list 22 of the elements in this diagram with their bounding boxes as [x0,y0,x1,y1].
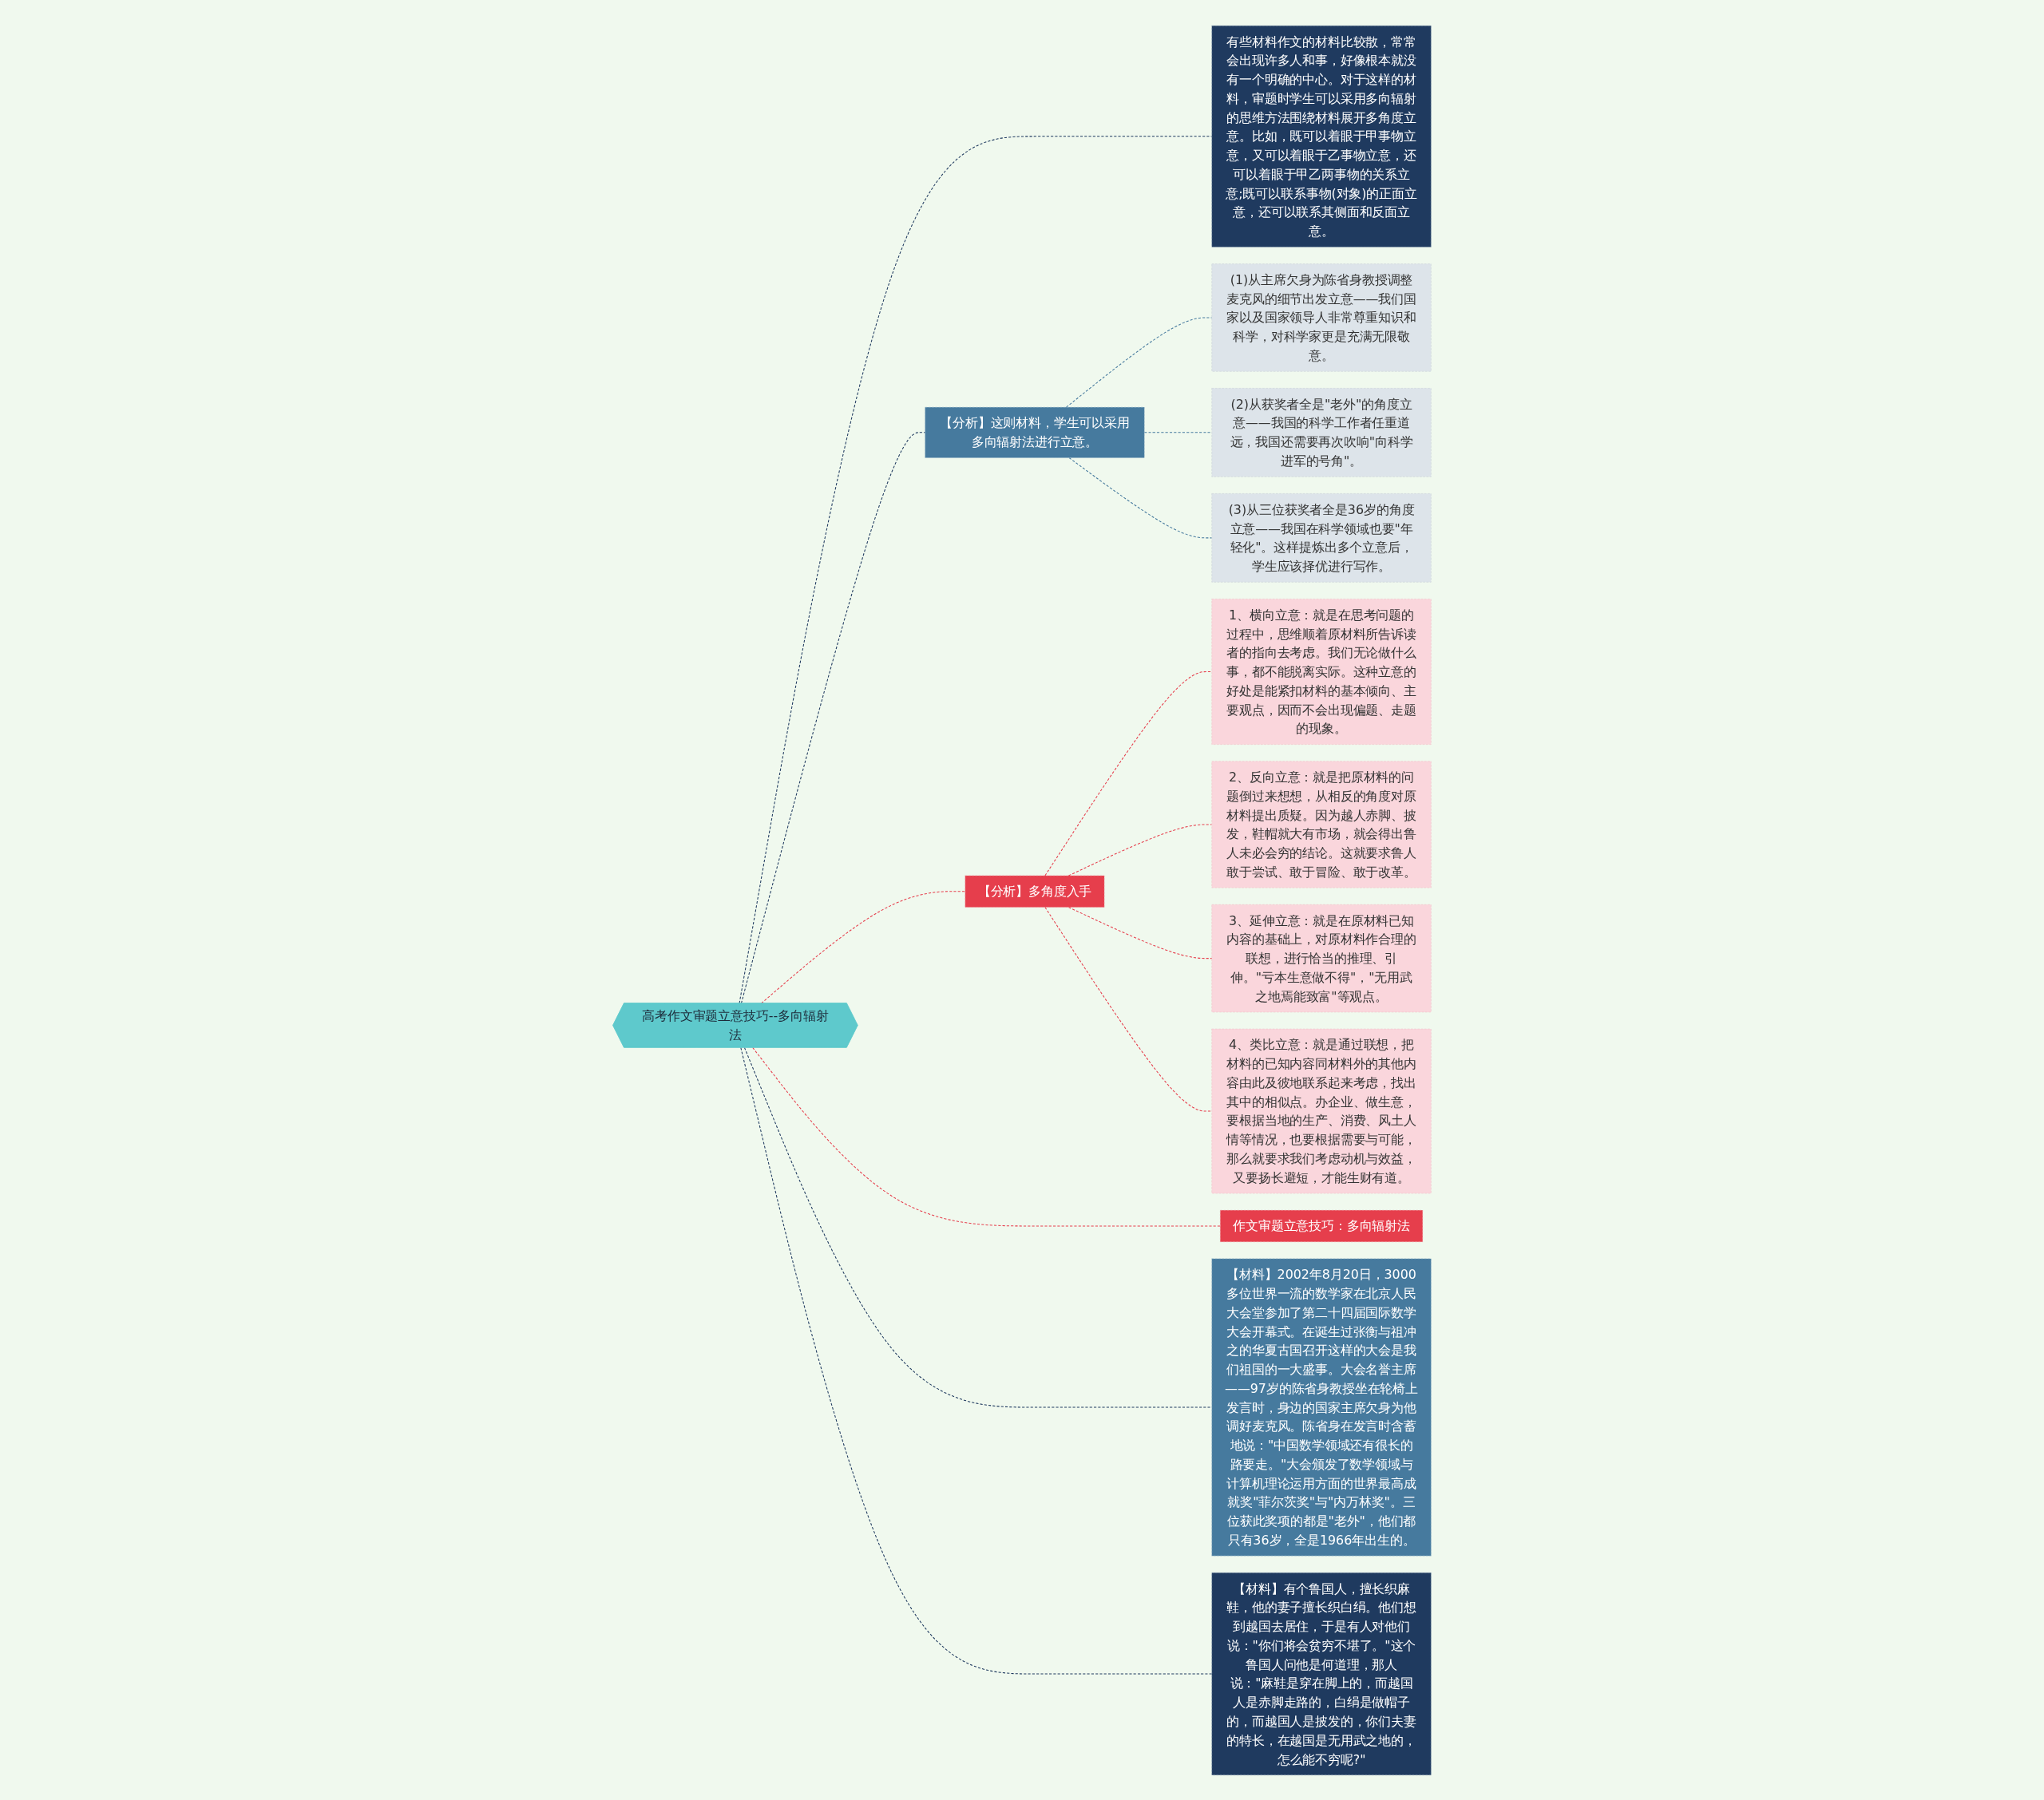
node-box: (1)从主席欠身为陈省身教授调整麦克风的细节出发立意——我们国家以及国家领导人非常尊重知识和科学，对科学家更是充满无限敬意。 [1211,263,1432,371]
node-box: 3、延伸立意：就是在原材料已知内容的基础上，对原材料作合理的联想，进行恰当的推理、引伸。"亏本生意做不得"，"无用武之地焉能致富"等观点。 [1211,904,1432,1012]
connector [1143,431,1213,433]
node-box: 【分析】这则材料，学生可以采用多向辐射法进行立意。 [925,406,1145,458]
node-box: 4、类比立意：就是通过联想，把材料的已知内容同材料外的其他内容由此及彼地联系起来考虑，找出其中的相似点。办企业、做生意，要根据当地的生产、消费、风土人情等情况，也要根据需要与可能，那么就要求我们考虑动机与效益，又要扬长避短，才能生财有道。 [1211,1028,1432,1193]
node-box: 1、横向立意：就是在思考问题的过程中，思维顺着原材料所告诉读者的指向去考虑。我们无论做什么事，都不能脱离实际。这种立意的好处是能紧扣材料的基本倾向、主要观点，因而不会出现偏题、走题的现象。 [1211,598,1432,745]
node-box: 2、反向立意：就是把原材料的问题倒过来想想，从相反的角度对原材料提出质疑。因为越人赤脚、披发，鞋帽就大有市场，就会得出鲁人未必会穷的结论。这就要求鲁人敢于尝试、敢于冒险、敢于改革。 [1211,760,1432,888]
node-box: 【材料】2002年8月20日，3000多位世界一流的数学家在北京人民大会堂参加了第二十四届国际数学大会开幕式。在诞生过张衡与祖冲之的华夏古国召开这样的大会是我们祖国的一大盛事。大会名誉主席——97岁的陈省身教授坐在轮椅上发言时，身边的国家主席欠身为他调好麦克风。陈省身在发言时含蓄地说："中国数学领域还有很长的路要走。"大会颁发了数学领域与计算机理论运用方面的世界最高成就奖"菲尔茨奖"与"内万林奖"。三位获此奖项的都是"老外"，他们都只有36岁，全是1966年出生的。 [1211,1258,1432,1556]
connector [1044,671,1213,876]
connector [1068,906,1213,959]
node-box: (2)从获奖者全是"老外"的角度立意——我国的科学工作者任重道远，我国还需要再次吹响"向科学进军的号角"。 [1211,387,1432,477]
node-box: 作文审题立意技巧：多向辐射法 [1220,1209,1424,1242]
connector [1068,457,1213,538]
node-box: (3)从三位获奖者全是36岁的角度立意——我国在科学领域也要"年轻化"。这样提炼出多个立意后，学生应该择优进行写作。 [1211,493,1432,583]
node-box: 【分析】多角度入手 [965,875,1105,908]
connector [739,135,1213,1003]
connector [743,1046,1213,1408]
connector [740,1046,1213,1675]
connector [752,1046,1221,1226]
connector [1044,906,1213,1112]
node-box: 有些材料作文的材料比较散，常常会出现许多人和事，好像根本就没有一个明确的中心。对于这样的材料，审题时学生可以采用多向辐射的思维方法围绕材料展开多角度立意。比如，既可以着眼于甲事物立意，又可以着眼于乙事物立意，还可以着眼于甲乙两事物的关系立意;既可以联系事物(对象)的正面立意，还可以联系其侧面和反面立意。 [1211,25,1432,247]
node-box: 【材料】有个鲁国人，擅长织麻鞋，他的妻子擅长织白绢。他们想到越国去居住，于是有人对他们说："你们将会贫穷不堪了。"这个鲁国人问他是何道理，那人说："麻鞋是穿在脚上的，而越国人是赤脚走路的，白绢是做帽子的，而越国人是披发的，你们夫妻的特长，在越国是无用武之地的，怎么能不穷呢?" [1211,1572,1432,1775]
